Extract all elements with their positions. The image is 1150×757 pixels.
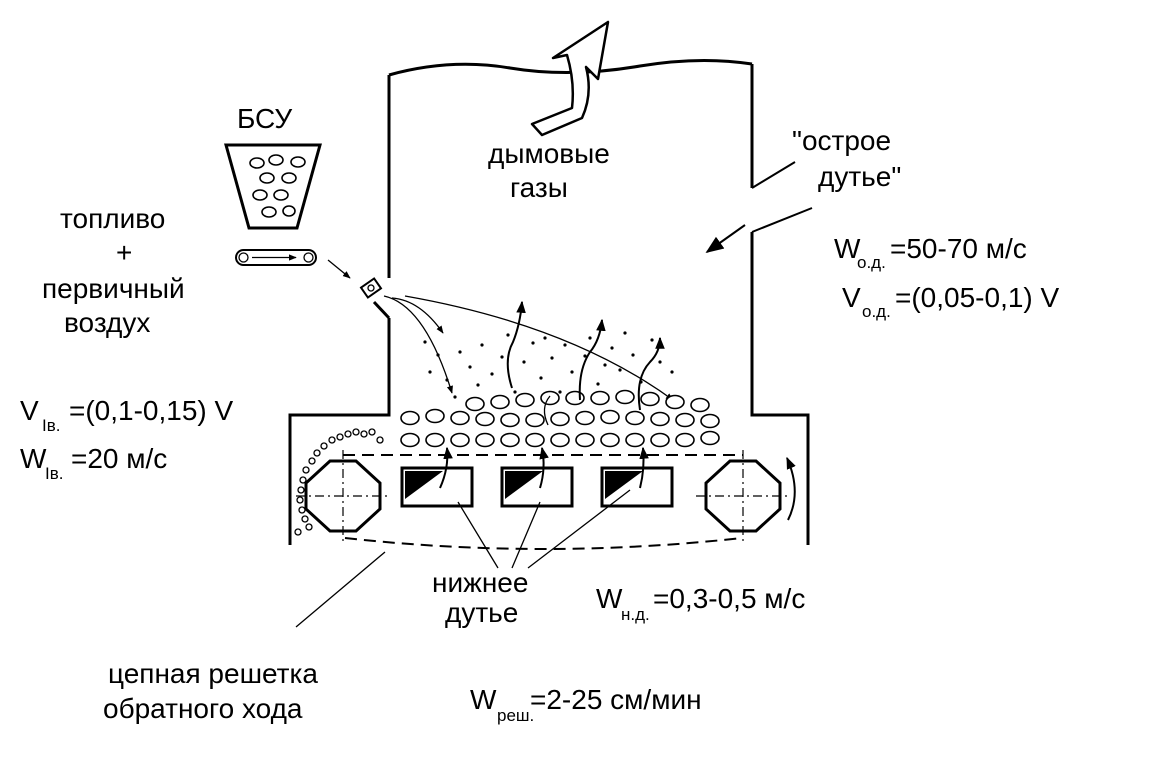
formula-v-iv-main: V [20, 395, 39, 426]
formula-v-iv: V Iв. =(0,1-0,15) V [20, 395, 234, 435]
furnace-top-break [388, 58, 753, 77]
flue-gas-label-line1: дымовые [488, 138, 610, 169]
formula-w-resh-rest: =2-25 см/мин [530, 684, 702, 715]
formula-w-iv-sub: Iв. [45, 464, 63, 483]
fuel-bed [400, 389, 720, 448]
right-wall-lower [750, 232, 810, 545]
flue-gas-label-line2: газы [510, 172, 568, 203]
grate-bottom-run [344, 537, 743, 550]
fuel-label-line2: + [116, 237, 132, 268]
formula-v-od-main: V [842, 282, 861, 313]
flue-gas-arrow [530, 20, 610, 137]
grate-rotation-arrow [786, 456, 796, 521]
formula-w-nd-main: W [596, 583, 623, 614]
air-box-2 [500, 466, 574, 508]
fuel-trajectories [383, 295, 674, 401]
formula-w-nd-sub: н.д. [621, 605, 650, 624]
formula-w-resh: W реш. =2-25 см/мин [470, 684, 702, 725]
formula-v-od-rest: =(0,05-0,1) V [895, 282, 1060, 313]
furnace-walls [288, 58, 810, 545]
feeder-belt [235, 249, 317, 266]
fines-dots [423, 331, 674, 399]
feed-chute-lower [372, 300, 391, 320]
right-sprocket [696, 450, 790, 543]
grate-label-line2: обратного хода [103, 693, 303, 724]
formula-w-resh-main: W [470, 684, 497, 715]
formula-w-od: W о.д. =50-70 м/с [834, 233, 1027, 272]
feed-nozzle [359, 277, 383, 299]
formula-w-iv-rest: =20 м/с [71, 443, 167, 474]
formula-w-nd: W н.д. =0,3-0,5 м/с [596, 583, 805, 624]
leader-lines [295, 489, 631, 628]
air-box-1 [400, 466, 474, 508]
left-wall-lower [288, 318, 391, 545]
formula-w-resh-sub: реш. [497, 706, 534, 725]
fuel-label-line1: топливо [60, 203, 165, 234]
formula-w-od-rest: =50-70 м/с [890, 233, 1027, 264]
hopper-coal [249, 154, 306, 218]
fuel-feed-arrow [327, 259, 351, 279]
overfire-label-line2: дутье" [818, 161, 901, 192]
formula-v-iv-rest: =(0,1-0,15) V [69, 395, 234, 426]
chain-grate [296, 450, 796, 550]
formula-w-iv: W Iв. =20 м/с [20, 443, 167, 483]
overfire-nozzle [705, 161, 813, 254]
formula-w-od-sub: о.д. [857, 253, 886, 272]
air-flow-arrows [439, 300, 665, 489]
hopper-body [224, 143, 322, 230]
formula-w-nd-rest: =0,3-0,5 м/с [653, 583, 805, 614]
formula-w-od-main: W [834, 233, 861, 264]
underfire-label-line1: нижнее [432, 567, 528, 598]
grate-label-line1: цепная решетка [108, 658, 318, 689]
left-sprocket [296, 450, 390, 543]
fuel-hopper [224, 143, 383, 299]
formula-v-od-sub: о.д. [862, 302, 891, 321]
formula-w-iv-main: W [20, 443, 47, 474]
fuel-label-line3: первичный [42, 273, 185, 304]
overfire-air-arrow [705, 224, 746, 254]
formula-v-iv-sub: Iв. [42, 416, 60, 435]
underfire-label-line2: дутье [445, 597, 518, 628]
bsu-label: БСУ [237, 103, 292, 134]
fuel-label-line4: воздух [64, 307, 150, 338]
air-box-3 [600, 466, 674, 508]
formula-v-od: V о.д. =(0,05-0,1) V [842, 282, 1060, 321]
overfire-label-line1: "острое [792, 125, 891, 156]
air-boxes [400, 466, 674, 508]
